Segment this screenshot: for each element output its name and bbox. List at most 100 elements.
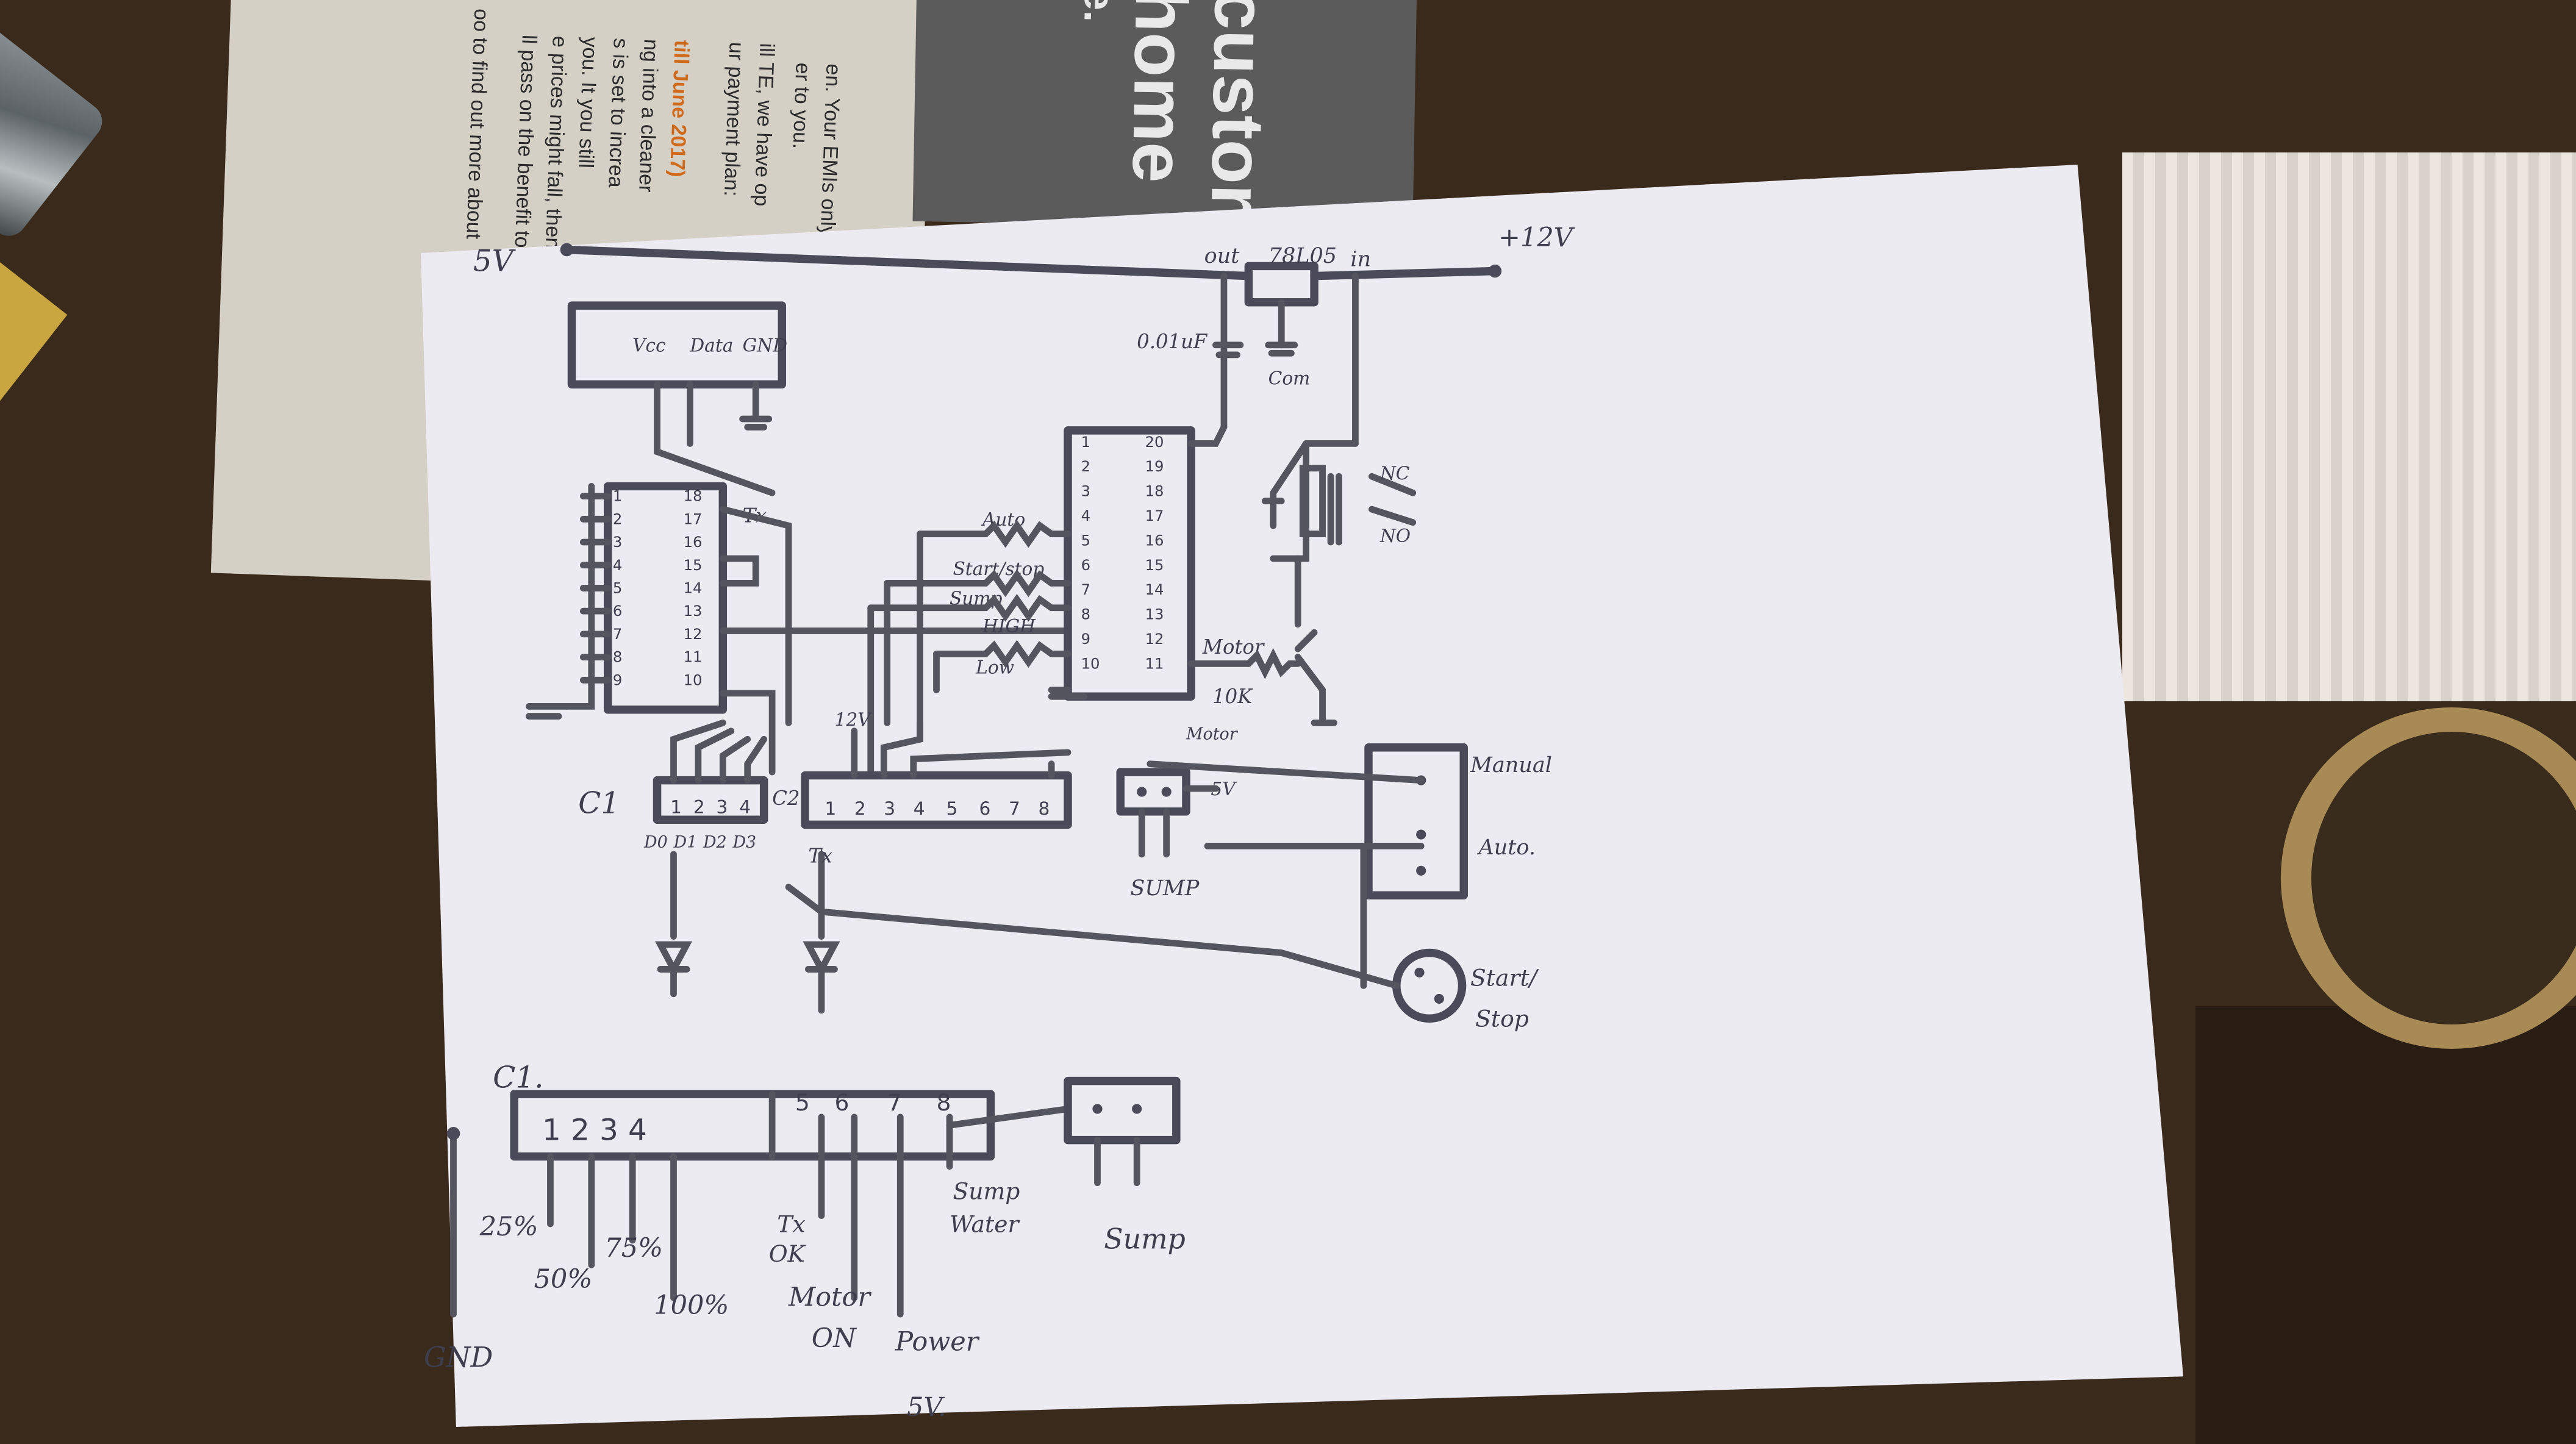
relay-nc: NC — [1379, 463, 1410, 484]
ic2-pin-r: 17 — [1145, 507, 1164, 524]
c2-pin: 4 — [914, 798, 925, 819]
ic1-pin-l: 2 — [613, 510, 622, 527]
c1-data: D3 — [732, 833, 756, 852]
ic2-motor2-label: Motor — [1186, 724, 1239, 743]
rf-vcc: Vcc — [632, 335, 666, 356]
ic1-pin-l: 3 — [613, 533, 622, 551]
c2-pin: 2 — [854, 798, 866, 819]
gnd-label: GND — [424, 1340, 493, 1373]
ic1-pin-r: 15 — [684, 556, 703, 574]
led-panel: C1. 1234 5 6 7 8 25% 50% 75% 100% Tx OK … — [424, 1060, 1186, 1423]
cap1-label: 0.01uF — [1137, 330, 1208, 353]
ic1-pin-r: 11 — [684, 648, 703, 666]
c1-label: C1 — [578, 787, 620, 821]
led-75: 75% — [604, 1233, 663, 1264]
ic2-pin-l: 4 — [1081, 507, 1090, 524]
ic2-pin-l: 8 — [1081, 606, 1090, 623]
c1-pin: 1 — [670, 796, 682, 818]
button-start: Start/ — [1470, 964, 1539, 991]
ic2-pin-r: 18 — [1145, 482, 1164, 500]
ic2-res-label: 10K — [1212, 685, 1253, 708]
start-stop-button: Start/ Stop — [785, 884, 1539, 1032]
ic2-pin-l: 3 — [1081, 482, 1090, 500]
panel-pin-5: 5 — [795, 1089, 810, 1116]
switch-auto: Auto. — [1476, 835, 1536, 860]
ic1-pin-r: 17 — [684, 510, 703, 527]
connector-c1: C1 1 2 3 4 D0 D1 D2 D3 — [578, 719, 840, 1014]
c1-data: D0 — [643, 833, 668, 852]
ic1-pin-l: 4 — [613, 556, 622, 574]
ic2-pin-r: 16 — [1145, 531, 1164, 549]
ic1-pin-r: 13 — [684, 602, 703, 620]
ic2-pin-r: 20 — [1145, 433, 1164, 451]
cap2-label: Com — [1268, 367, 1311, 388]
mirror-reflection — [2311, 732, 2576, 1024]
c1-pin: 2 — [693, 796, 705, 818]
label-12v: +12V — [1498, 223, 1575, 253]
ic2-pin-l: 10 — [1081, 654, 1100, 672]
power-rail: 5V +12V — [473, 223, 1575, 281]
ic2-pin-l: 6 — [1081, 556, 1090, 574]
connector-c2: C2 1 2 3 4 5 6 7 8 12V Tx — [772, 709, 1072, 867]
ic2-chip: 1 2 3 4 5 6 7 8 9 10 20 19 18 17 16 15 1… — [867, 424, 1301, 776]
rf-gnd: GND — [743, 335, 788, 356]
label-5v: 5V — [473, 245, 517, 279]
sump-panel-label: Sump — [1104, 1222, 1186, 1255]
ic2-pin-r: 13 — [1145, 606, 1164, 623]
panel-title: C1. — [493, 1060, 543, 1095]
tx-ok-2: OK — [769, 1240, 806, 1267]
ic1-pin-r: 14 — [684, 579, 703, 597]
c2-pin: 5 — [946, 798, 958, 819]
sump-label: SUMP — [1130, 876, 1200, 901]
ic1-chip: 1 2 3 4 5 6 7 8 9 18 17 16 15 14 13 12 1… — [526, 482, 1072, 776]
sump-water-2: Water — [950, 1210, 1020, 1237]
panel-pin-7: 7 — [887, 1089, 902, 1116]
reg-name-label: 78L05 — [1268, 243, 1337, 268]
ic2-pin-l: 5 — [1081, 531, 1090, 549]
c2-label: C2 — [772, 787, 800, 810]
ic1-pin-r: 10 — [684, 671, 703, 688]
tx-label: Tx — [808, 844, 832, 867]
paper-sheet — [421, 165, 2183, 1427]
ic2-pin-l: 1 — [1081, 433, 1090, 451]
panel-pin-8: 8 — [937, 1089, 951, 1116]
ic2-pin-l: 7 — [1081, 581, 1090, 598]
ic1-pin-r: 16 — [684, 533, 703, 551]
dark-furniture — [2195, 1006, 2576, 1444]
ic2-pin-l: 2 — [1081, 457, 1090, 475]
ic1-pin-l: 8 — [613, 648, 622, 666]
c2-pin: 6 — [979, 798, 991, 819]
ic1-pin-l: 6 — [613, 602, 622, 620]
led-100: 100% — [654, 1290, 729, 1321]
c2-pin: 3 — [884, 798, 895, 819]
reg-out-label: out — [1204, 243, 1240, 268]
mode-switch: Manual Auto. — [1147, 743, 1552, 989]
ic1-pin-r: 12 — [684, 625, 703, 643]
ic1-pin-l: 1 — [613, 487, 622, 505]
c1-data: D1 — [673, 833, 697, 852]
power-2: 5V. — [907, 1392, 946, 1423]
relay-no: NO — [1379, 525, 1411, 546]
regulator-78l05: out 78L05 in 0.01uF Com — [1137, 243, 1371, 447]
ic2-pin-r: 14 — [1145, 581, 1164, 598]
ic2-pin-r: 19 — [1145, 457, 1164, 475]
ic2-pin-r: 15 — [1145, 556, 1164, 574]
ic1-pin-l: 7 — [613, 625, 622, 643]
c1-pin: 4 — [739, 796, 751, 818]
rf-data: Data — [689, 335, 733, 356]
c2-pin: 1 — [825, 798, 836, 819]
c2-12v: 12V — [834, 709, 872, 731]
switch-manual: Manual — [1470, 752, 1552, 777]
ic1-pin-r: 18 — [684, 487, 703, 505]
ic2-pin-r: 12 — [1145, 630, 1164, 648]
sump-connector: 5V SUMP — [1116, 768, 1237, 901]
tx-ok-1: Tx — [777, 1210, 805, 1237]
motor-on-2: ON — [812, 1323, 857, 1354]
button-stop: Stop — [1475, 1006, 1529, 1032]
reg-in-label: in — [1350, 246, 1371, 271]
ic2-in-startstop: Start/stop — [953, 558, 1044, 579]
sump-water-1: Sump — [953, 1178, 1020, 1205]
ic2-pin-l: 9 — [1081, 630, 1090, 648]
c2-pin: 8 — [1039, 798, 1050, 819]
